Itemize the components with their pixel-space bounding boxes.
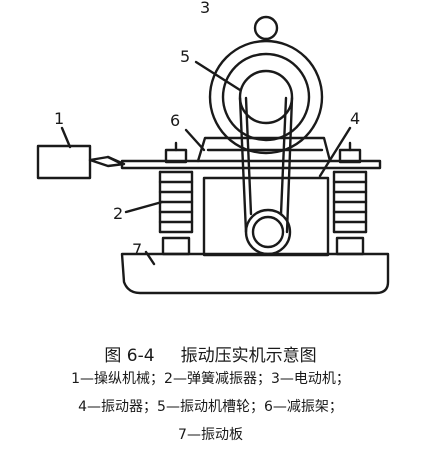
callout-label: 5 <box>180 47 190 66</box>
figure-number: 图 6-4 <box>104 346 155 366</box>
vibration-plate <box>120 252 390 295</box>
legend-line-3: 7—振动板 <box>178 427 243 443</box>
leader-6 <box>184 128 206 152</box>
callout-label: 1 <box>54 109 64 128</box>
callout-label: 6 <box>170 111 180 130</box>
vibrator-pulley <box>244 208 292 256</box>
leader-1 <box>60 126 72 149</box>
operating-link <box>88 155 126 168</box>
figure-title: 振动压实机示意图 <box>180 346 317 366</box>
motor-support <box>196 136 332 163</box>
spring-damper-left <box>158 141 194 256</box>
leader-7 <box>144 250 156 266</box>
leader-2 <box>124 200 164 214</box>
legend-line-1: 1—操纵机械；2—弹簧减振器；3—电动机； <box>71 371 350 387</box>
callout-label: 3 <box>200 0 210 17</box>
leader-5 <box>194 60 242 92</box>
motor-body <box>208 39 324 155</box>
operating-mechanism <box>36 144 92 180</box>
callout-label: 7 <box>132 240 142 259</box>
belt-right <box>285 96 294 234</box>
legend-line-2: 4—振动器；5—振动机槽轮；6—减振架； <box>78 399 343 415</box>
diagram-figure: 3 1 2 4 5 6 7 <box>36 0 390 295</box>
motor-rim <box>221 52 311 142</box>
motor-lifting-eye <box>253 15 279 41</box>
belt-left <box>238 96 248 234</box>
figure-caption-title: 图 6-4 振动压实机示意图 <box>0 341 421 366</box>
callout-label: 4 <box>350 109 360 128</box>
callout-label: 2 <box>113 204 123 223</box>
leader-4 <box>318 126 352 178</box>
spring-damper-right <box>332 141 368 256</box>
